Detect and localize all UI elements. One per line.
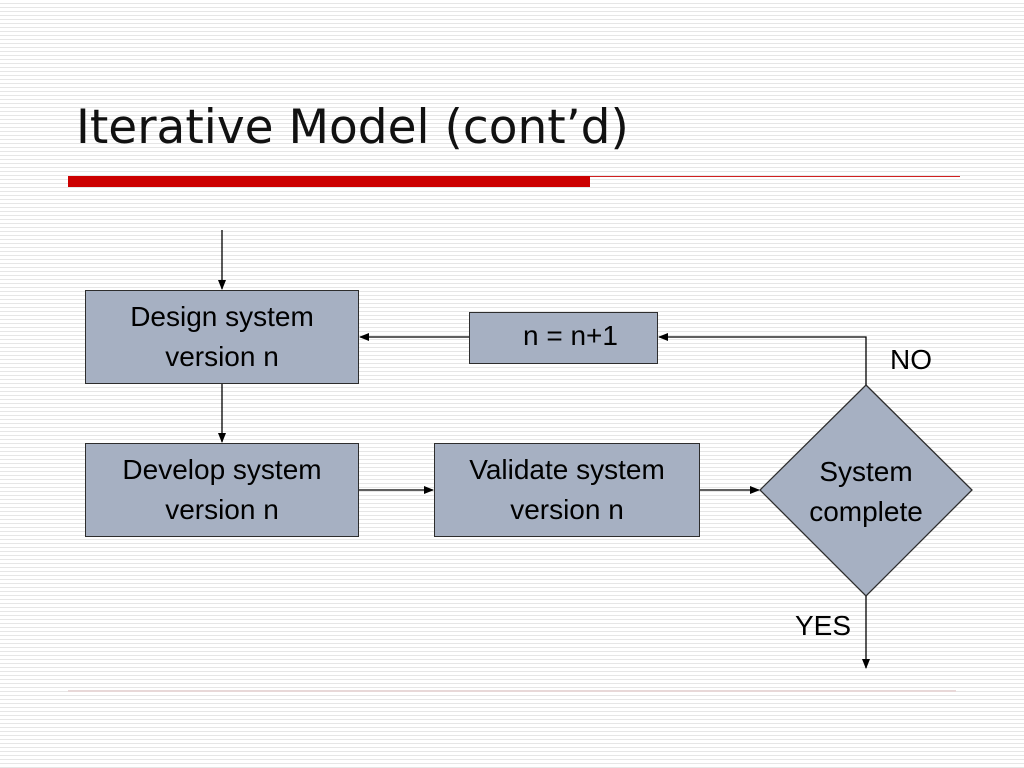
design-system-label: Design system version n [130,301,314,372]
title-underline-accent [68,176,590,187]
title-underline-thin [590,176,960,177]
decision-label: System complete [809,456,923,527]
no-branch-label: NO [890,344,932,375]
increment-n-box: n = n+1 [469,312,658,364]
develop-system-label: Develop system version n [122,454,322,525]
validate-system-box: Validate system version n [434,443,700,537]
develop-system-box: Develop system version n [85,443,359,537]
validate-system-label: Validate system version n [469,454,665,525]
footer-divider [68,690,956,692]
no-loop-arrow [658,333,867,385]
yes-branch-label: YES [795,610,852,641]
slide-title: Iterative Model (cont’d) [76,100,629,155]
increment-n-label: n = n+1 [523,320,618,352]
design-system-box: Design system version n [85,290,359,384]
